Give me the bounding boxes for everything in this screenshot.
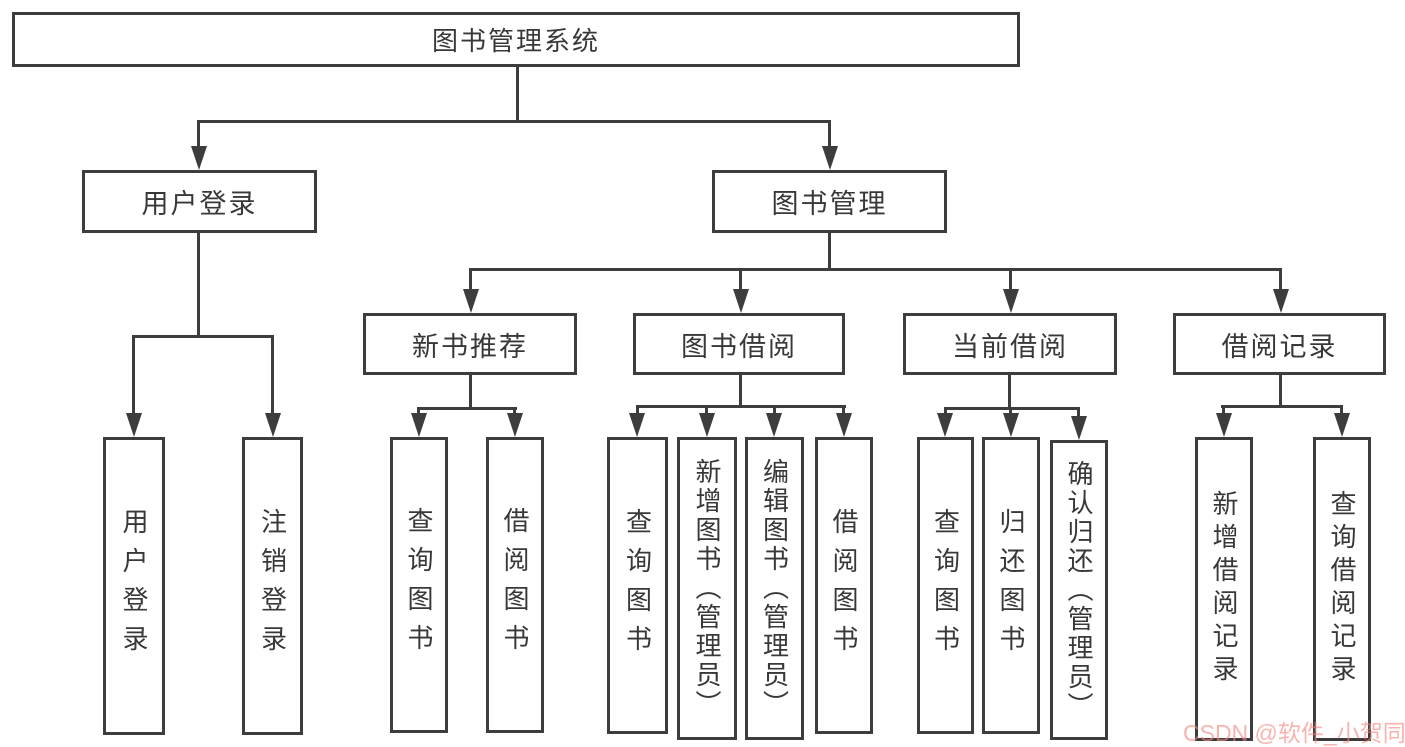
arrow-query-books-3 [937,413,953,437]
leaf-return-book: 归还图书 [982,437,1040,734]
leaf-confirm-return-admin: 确认归还（管理员） [1050,440,1108,740]
connector-drop-new-book [469,268,472,291]
connector-drop-add-book [705,405,708,414]
arrow-borrow-books-1 [507,413,523,437]
arrow-query-record [1334,413,1350,437]
arrow-leaf-logout [265,413,281,437]
connector-drop-current-borrow [1009,268,1012,291]
csdn-watermark: CSDN @软件_小贺同学 [1183,720,1405,746]
leaf-edit-book-admin: 编辑图书（管理员） [745,437,804,740]
connector-drop-borrow-books-2 [842,405,845,414]
connector-drop-leaf-user-login [132,335,135,413]
leaf-user-login-label: 用户登录 [119,508,149,664]
leaf-add-book-admin: 新增图书（管理员） [677,437,737,740]
arrow-user-login [191,146,207,170]
node-current-borrow-label: 当前借阅 [952,331,1068,362]
connector-drop-return-book [1009,407,1012,414]
arrow-leaf-user-login [126,413,142,437]
leaf-borrow-books-1-label: 借阅图书 [500,507,530,663]
connector-drop-leaf-logout [271,335,274,413]
connector-current-borrow-trunk [1008,375,1011,407]
connector-drop-query-books-2 [636,405,639,414]
node-user-login-group-label: 用户登录 [141,189,258,219]
leaf-query-books-2: 查询图书 [607,437,668,734]
leaf-query-books-3-label: 查询图书 [930,507,961,664]
node-book-management-label: 图书管理 [771,189,888,219]
arrow-current-borrow [1003,289,1019,313]
node-book-borrow: 图书借阅 [633,313,845,375]
node-new-book-recommend-label: 新书推荐 [412,331,528,362]
arrow-book-borrow [733,289,749,313]
leaf-edit-book-admin-label: 编辑图书（管理员） [759,458,790,719]
node-book-borrow-label: 图书借阅 [681,331,797,362]
node-root: 图书管理系统 [12,12,1020,67]
connector-current-borrow-rail [944,407,1080,410]
arrow-query-books-1 [411,413,427,437]
connector-drop-borrow-books-1 [513,407,516,414]
connector-new-book-trunk [469,375,472,407]
node-current-borrow: 当前借阅 [903,313,1117,375]
connector-level3-rail [469,268,1281,271]
leaf-query-books-1: 查询图书 [390,437,448,733]
arrow-confirm-return [1071,416,1087,440]
node-borrow-records-label: 借阅记录 [1221,331,1338,362]
leaf-query-books-1-label: 查询图书 [404,507,434,663]
connector-root-trunk [516,66,519,120]
connector-drop-book-borrow [739,268,742,291]
leaf-query-books-3: 查询图书 [917,437,974,734]
connector-level2-rail [197,120,831,123]
leaf-user-login: 用户登录 [103,437,165,735]
arrow-add-book [699,413,715,437]
arrow-new-book [463,289,479,313]
leaf-query-borrow-record: 查询借阅记录 [1313,437,1371,741]
node-root-label: 图书管理系统 [431,26,600,56]
node-user-login-group: 用户登录 [82,170,317,233]
leaf-add-borrow-record-label: 新增借阅记录 [1209,490,1239,688]
node-book-management: 图书管理 [712,170,947,233]
leaf-logout: 注销登录 [242,437,303,735]
connector-drop-user-login [197,120,200,148]
arrow-borrow-records [1273,289,1289,313]
connector-user-login-rail [132,335,274,338]
arrow-edit-book [766,413,782,437]
connector-borrow-records-trunk [1279,375,1282,405]
connector-drop-add-record [1222,405,1225,414]
connector-book-borrow-trunk [739,375,742,405]
connector-drop-query-record [1340,405,1343,414]
connector-book-management-trunk [828,233,831,268]
connector-drop-query-books-1 [417,407,420,414]
connector-book-borrow-rail [636,405,846,408]
leaf-logout-label: 注销登录 [257,508,288,664]
arrow-return-book [1003,413,1019,437]
connector-drop-confirm-return [1077,407,1080,417]
connector-drop-borrow-records [1279,268,1282,291]
leaf-borrow-books-2-label: 借阅图书 [829,507,859,664]
leaf-add-borrow-record: 新增借阅记录 [1195,437,1253,741]
connector-borrow-records-rail [1221,405,1343,408]
connector-new-book-rail [418,407,517,410]
node-new-book-recommend: 新书推荐 [363,313,577,375]
leaf-confirm-return-admin-label: 确认归还（管理员） [1064,459,1094,721]
connector-drop-book-management [828,120,831,148]
leaf-return-book-label: 归还图书 [996,507,1026,664]
connector-drop-query-books-3 [944,407,947,414]
connector-user-login-trunk [197,233,200,335]
arrow-add-record [1216,413,1232,437]
leaf-query-borrow-record-label: 查询借阅记录 [1327,490,1357,688]
arrow-query-books-2 [629,413,645,437]
node-borrow-records: 借阅记录 [1173,313,1386,375]
leaf-query-books-2-label: 查询图书 [622,507,653,664]
arrow-borrow-books-2 [836,413,852,437]
leaf-borrow-books-1: 借阅图书 [486,437,544,733]
leaf-borrow-books-2: 借阅图书 [815,437,873,734]
connector-drop-edit-book [773,405,776,414]
arrow-book-management [822,146,838,170]
leaf-add-book-admin-label: 新增图书（管理员） [692,458,722,719]
